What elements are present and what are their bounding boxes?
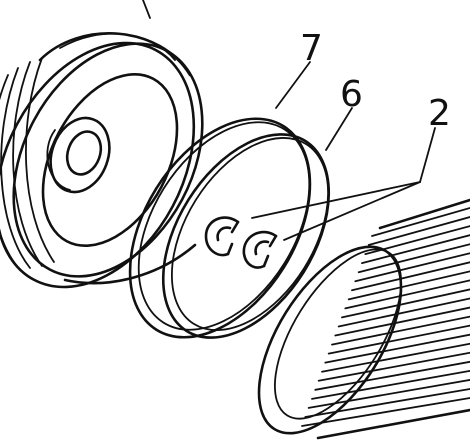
- rib-line: [324, 333, 470, 364]
- rib-line: [307, 379, 470, 409]
- rib-line: [331, 315, 470, 346]
- rib-line: [311, 369, 470, 400]
- rib-line: [347, 270, 470, 301]
- rib-line: [344, 279, 470, 310]
- rear-housing: [0, 0, 204, 289]
- rib-line: [304, 388, 470, 418]
- rib-line: [371, 207, 470, 237]
- rib-line: [314, 360, 470, 391]
- leader-lines: [251, 61, 436, 241]
- rib-line: [357, 243, 470, 274]
- rib-line: [321, 342, 470, 373]
- rib-line: [351, 261, 470, 292]
- rib-line: [364, 225, 470, 255]
- retaining-clips: [204, 216, 278, 269]
- rib-line: [317, 351, 470, 382]
- rib-line: [341, 288, 470, 319]
- rib-line: [334, 306, 470, 337]
- outer-ring: [128, 117, 312, 339]
- rib-line: [337, 297, 470, 328]
- ribbed-cartridge: [257, 198, 470, 440]
- rib-line: [301, 397, 470, 427]
- rib-line: [327, 324, 470, 355]
- rib-line: [361, 234, 470, 265]
- callout-6: 6: [340, 74, 363, 115]
- cartridge-ribs: [301, 207, 470, 427]
- rib-line: [354, 252, 470, 283]
- callout-labels: 7 6 2: [300, 28, 451, 134]
- rib-line: [367, 216, 470, 246]
- callout-7: 7: [300, 28, 323, 69]
- inner-ring: [161, 133, 331, 339]
- callout-2: 2: [428, 93, 451, 134]
